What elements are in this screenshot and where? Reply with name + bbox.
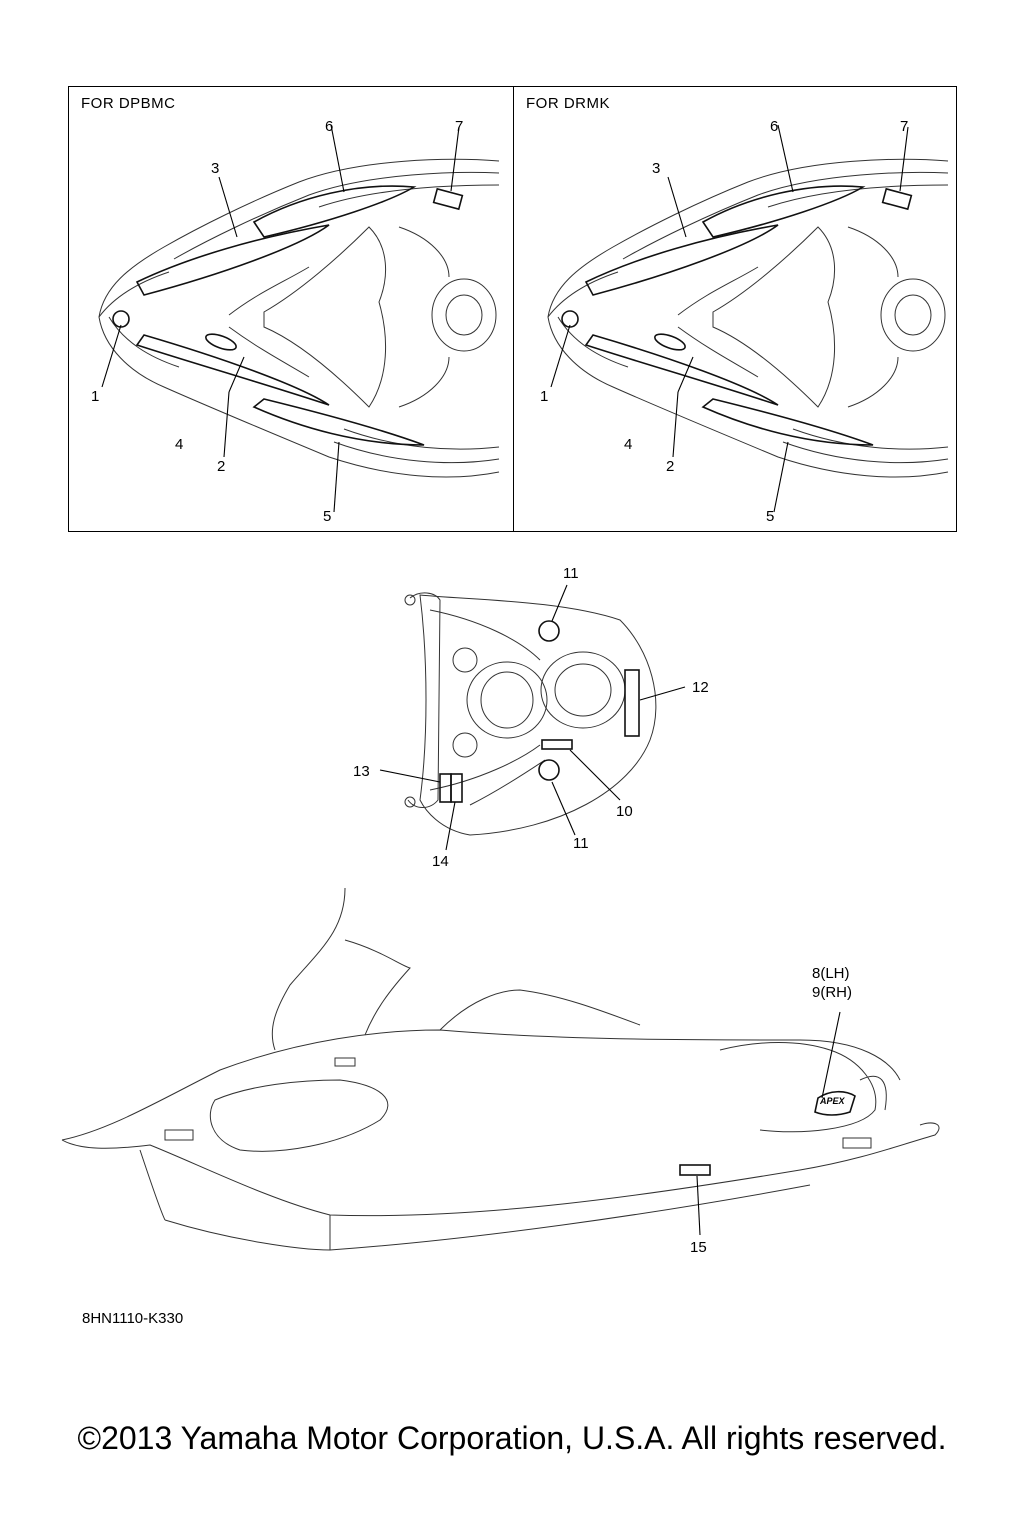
- callout-4: 4: [175, 436, 184, 453]
- callout-2: 2: [666, 458, 675, 475]
- callout-10: 10: [616, 803, 633, 820]
- hood-top-view-drmk: [547, 124, 949, 513]
- callout-3: 3: [652, 160, 661, 177]
- panel-dpbmc: FOR DPBMC 1 2 3 4 5 6 7: [68, 86, 514, 532]
- callout-7: 7: [455, 118, 464, 135]
- callout-7: 7: [900, 118, 909, 135]
- callout-6: 6: [770, 118, 779, 135]
- diagram-code: 8HN1110-K330: [82, 1310, 184, 1327]
- callout-11-top: 11: [563, 565, 579, 582]
- panel-drmk: FOR DRMK 1 2 3 4 5 6 7: [513, 86, 957, 532]
- callout-14: 14: [432, 853, 449, 870]
- callout-6: 6: [325, 118, 334, 135]
- callout-5: 5: [766, 508, 775, 525]
- copyright-notice: ©2013 Yamaha Motor Corporation, U.S.A. A…: [77, 1420, 947, 1456]
- callout-4: 4: [624, 436, 633, 453]
- callout-8-lh: 8(LH): [812, 965, 850, 982]
- callout-12: 12: [692, 679, 709, 696]
- callout-2: 2: [217, 458, 226, 475]
- hood-top-view-dpbmc: [98, 124, 500, 513]
- callout-1: 1: [540, 388, 549, 405]
- panel-label-drmk: FOR DRMK: [526, 95, 610, 112]
- callout-9-rh: 9(RH): [812, 984, 852, 1001]
- callout-1: 1: [91, 388, 100, 405]
- callout-13: 13: [353, 763, 370, 780]
- panel-label-dpbmc: FOR DPBMC: [81, 95, 176, 112]
- callout-5: 5: [323, 508, 332, 525]
- callout-11-bottom: 11: [573, 835, 589, 852]
- callout-3: 3: [211, 160, 220, 177]
- apex-decal-text: APEX: [820, 1096, 845, 1106]
- callout-15: 15: [690, 1239, 707, 1256]
